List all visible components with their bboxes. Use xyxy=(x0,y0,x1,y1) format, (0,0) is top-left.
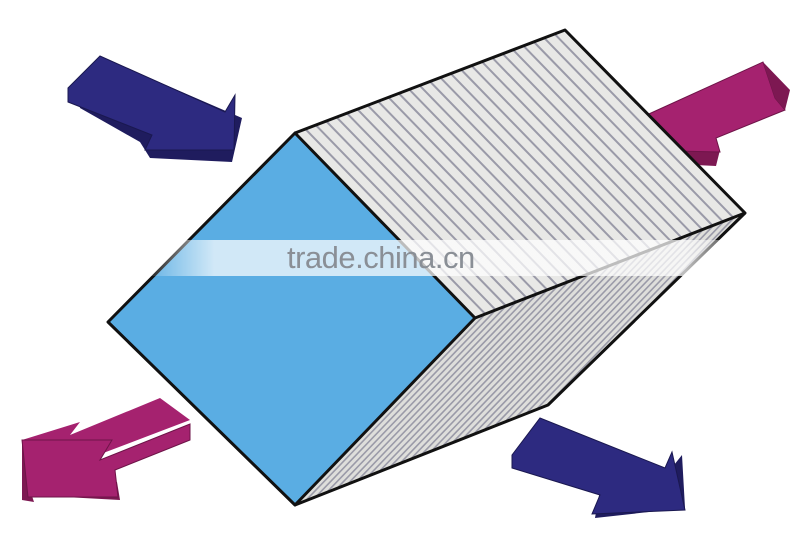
fin-line xyxy=(367,289,549,478)
fin-line xyxy=(439,76,622,264)
arrow-blue-upper-left xyxy=(67,55,242,162)
watermark-text: trade.china.cn xyxy=(287,240,475,275)
fin-line xyxy=(419,268,601,458)
fin-line xyxy=(470,64,653,252)
fin-line xyxy=(481,244,663,433)
fin-line xyxy=(491,57,674,244)
fin-line xyxy=(522,45,705,232)
fin-line xyxy=(481,60,663,248)
arrow-magenta-lower-left xyxy=(21,398,191,502)
fin-line xyxy=(408,273,590,462)
fin-line xyxy=(315,309,497,498)
fin-line xyxy=(346,297,528,486)
fin-line xyxy=(335,301,518,490)
fin-line xyxy=(460,252,642,441)
fin-line xyxy=(501,53,684,240)
fin-line xyxy=(377,285,559,474)
fin-line xyxy=(418,84,601,272)
fin-line xyxy=(543,37,725,224)
fin-line xyxy=(460,68,642,256)
fin-line xyxy=(429,264,611,454)
fin-line xyxy=(450,72,632,260)
fin-line xyxy=(470,248,653,437)
fin-line xyxy=(325,305,507,494)
fin-line xyxy=(512,49,694,236)
fin-line xyxy=(387,281,570,470)
fin-line xyxy=(398,277,580,466)
fin-line xyxy=(533,41,715,228)
fin-line xyxy=(304,128,487,315)
cube-bottom-face xyxy=(295,213,745,505)
fin-line xyxy=(429,80,611,268)
fin-line xyxy=(315,124,497,311)
fin-line xyxy=(439,260,621,450)
fin-line xyxy=(450,256,632,445)
arrow-blue-lower-right xyxy=(511,417,686,518)
fin-line xyxy=(553,33,736,220)
fin-line xyxy=(304,313,486,502)
fin-line xyxy=(356,293,538,482)
watermark-band xyxy=(140,240,760,276)
